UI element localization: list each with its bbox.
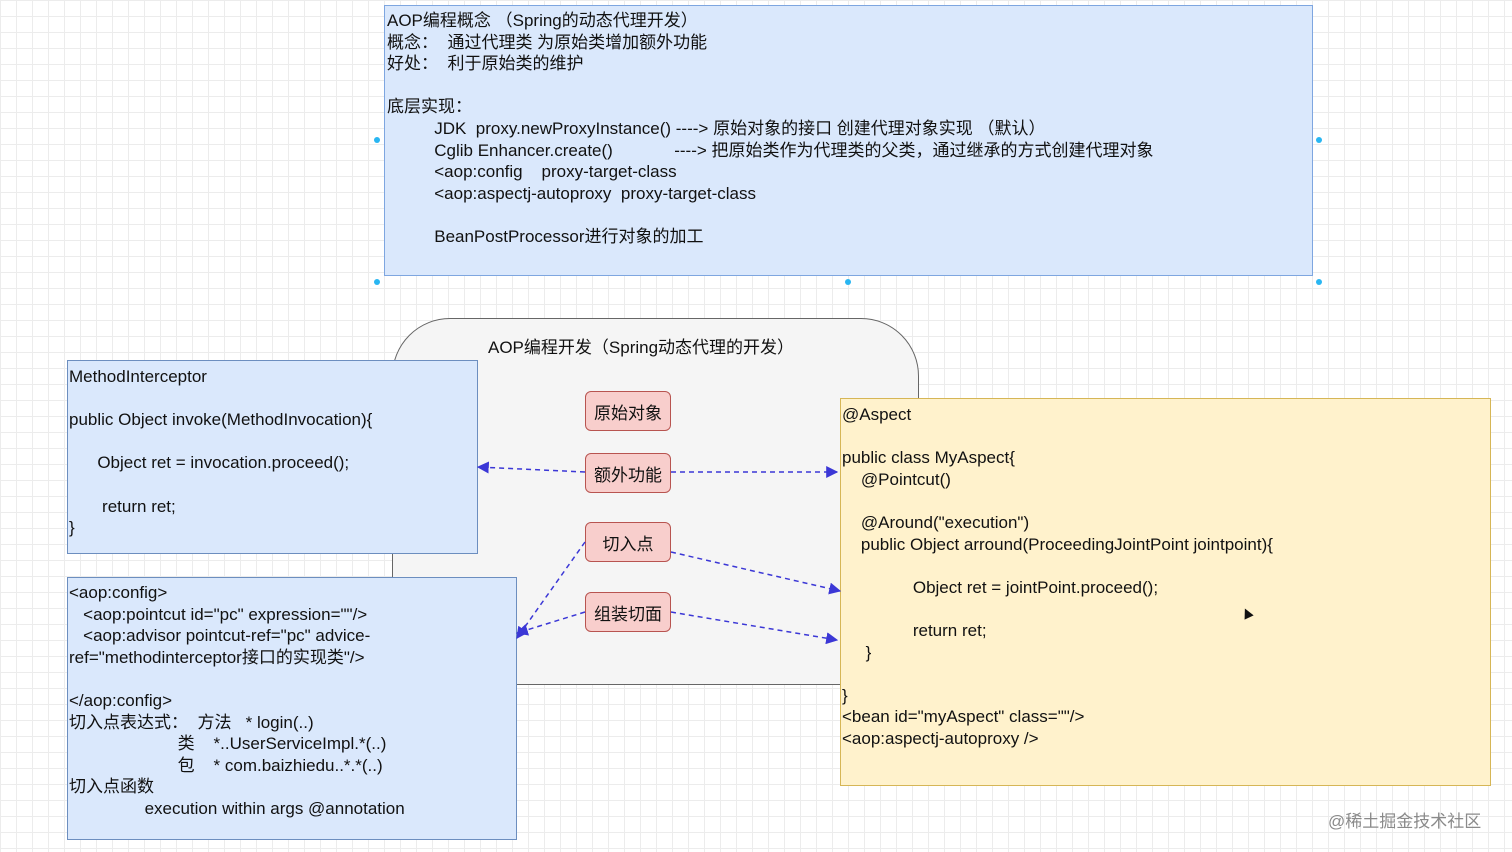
arrow-pointcut-to-config <box>516 541 586 639</box>
text-line: @Around("execution") <box>842 513 1030 532</box>
text-line: MethodInterceptor <box>69 367 207 386</box>
aop-config-box[interactable] <box>67 577 517 840</box>
selection-handle[interactable] <box>374 279 380 285</box>
text-line: public Object invoke(MethodInvocation){ <box>69 410 373 430</box>
selection-handle[interactable] <box>1316 279 1322 285</box>
text-line: <aop:aspectj-autoproxy proxy-target-clas… <box>387 183 756 203</box>
text-line: 底层实现： <box>387 97 472 117</box>
text-line: return ret; <box>69 496 176 516</box>
text-line: @Aspect <box>842 405 912 424</box>
text-line: 切入点函数 <box>69 777 154 797</box>
arrow-to-method-interceptor <box>476 461 586 474</box>
text-line: <aop:advisor pointcut-ref="pc" advice- <box>69 626 371 646</box>
text-line: public Object arround(ProceedingJointPoi… <box>842 534 1273 554</box>
text-line: AOP编程概念 （Spring的动态代理开发） <box>387 11 698 30</box>
text-line: Object ret = invocation.proceed(); <box>69 453 350 473</box>
text-line: @Pointcut() <box>842 469 951 489</box>
selection-handle[interactable] <box>374 137 380 143</box>
text-line: <aop:aspectj-autoproxy /> <box>842 729 1039 748</box>
text-line: } <box>69 518 75 538</box>
text-line: 好处： 利于原始类的维护 <box>387 54 584 74</box>
text-line: Object ret = jointPoint.proceed(); <box>842 577 1159 597</box>
text-line: execution within args @annotation <box>69 799 405 818</box>
text-line: ref="methodinterceptor接口的实现类"/> <box>69 647 365 667</box>
text-line: } <box>842 685 848 705</box>
text-line: return ret; <box>842 621 987 640</box>
original-object-node[interactable]: 原始对象 <box>585 391 671 431</box>
text-line: <aop:config> <box>69 583 168 602</box>
text-line: Cglib Enhancer.create() ----> 把原始类作为代理类的… <box>387 140 1154 160</box>
text-line: <aop:config proxy-target-class <box>387 162 677 182</box>
text-line: public class MyAspect{ <box>842 448 1015 468</box>
text-line: 概念： 通过代理类 为原始类增加额外功能 <box>387 32 708 52</box>
arrow-to-aspect-assemble <box>670 611 839 645</box>
arrow-to-aspect-pointcut <box>670 551 842 595</box>
text-line: } <box>842 642 872 662</box>
text-line: 切入点表达式： 方法 * login(..) <box>69 712 314 732</box>
extra-function-node[interactable]: 额外功能 <box>585 453 671 493</box>
text-line: <bean id="myAspect" class=""/> <box>842 707 1085 727</box>
method-interceptor-box[interactable] <box>67 360 478 554</box>
center-title: AOP编程开发（Spring动态代理的开发） <box>488 338 795 357</box>
aop-concept-box[interactable] <box>384 5 1313 276</box>
text-line: 类 *..UserServiceImpl.*(..) <box>69 734 387 754</box>
aspect-box[interactable] <box>840 398 1491 786</box>
text-line: BeanPostProcessor进行对象的加工 <box>387 227 704 246</box>
text-line: <aop:pointcut id="pc" expression=""/> <box>69 604 368 624</box>
text-line: </aop:config> <box>69 691 173 710</box>
selection-handle[interactable] <box>845 279 851 285</box>
text-line: JDK proxy.newProxyInstance() ----> 原始对象的… <box>387 119 1046 138</box>
watermark: @稀土掘金技术社区 <box>1328 812 1482 831</box>
arrow-assemble-to-config <box>515 611 586 636</box>
assemble-aspect-node[interactable]: 组装切面 <box>585 592 671 632</box>
text-line: 包 * com.baizhiedu..*.*(..) <box>69 755 383 775</box>
selection-handle[interactable] <box>1316 137 1322 143</box>
pointcut-node[interactable]: 切入点 <box>585 522 671 562</box>
